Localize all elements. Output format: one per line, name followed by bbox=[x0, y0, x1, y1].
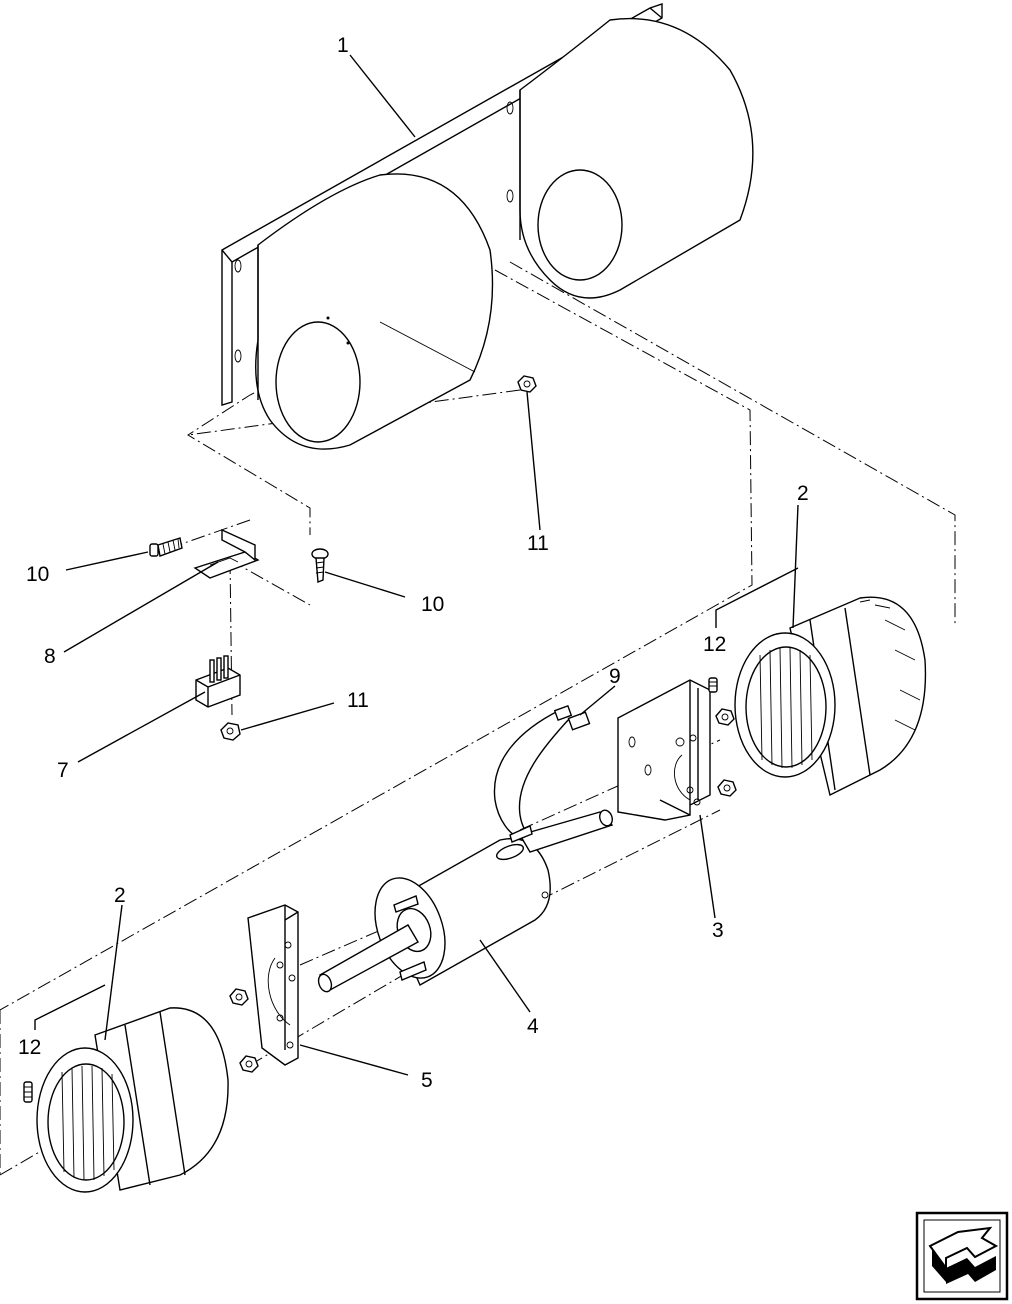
hex-nut-upper bbox=[517, 375, 537, 393]
hex-nut-bracket3-lower bbox=[717, 779, 737, 797]
resistor-connector-7 bbox=[195, 655, 241, 708]
callout-12-right: 12 bbox=[703, 633, 726, 656]
screw-left bbox=[149, 537, 183, 557]
set-screw-left bbox=[23, 1081, 33, 1103]
callout-8: 8 bbox=[44, 645, 56, 668]
set-screw-right bbox=[708, 677, 718, 693]
mounting-bracket-8 bbox=[193, 528, 260, 579]
blower-wheel-right bbox=[734, 596, 927, 797]
leader-lines bbox=[34, 54, 799, 1076]
callout-10-right: 10 bbox=[421, 593, 444, 616]
blower-wheel-left bbox=[36, 1007, 229, 1193]
hex-nut-bracket5-upper bbox=[229, 988, 249, 1006]
next-page-arrow-icon[interactable] bbox=[915, 1211, 1009, 1301]
callout-2-right: 2 bbox=[797, 482, 809, 505]
motor-bracket-3 bbox=[617, 679, 711, 821]
blower-motor-4 bbox=[317, 809, 614, 993]
callout-12-left: 12 bbox=[18, 1036, 41, 1059]
callout-4: 4 bbox=[527, 1015, 539, 1038]
motor-bracket-5 bbox=[247, 904, 299, 1066]
screw-right bbox=[311, 548, 329, 584]
callout-3: 3 bbox=[712, 919, 724, 942]
hex-nut-lower bbox=[220, 722, 241, 741]
hex-nut-bracket5-lower bbox=[239, 1055, 259, 1073]
callout-labels: 1 11 10 10 8 7 11 9 2 12 3 4 5 2 12 bbox=[18, 34, 809, 1092]
callout-11-lower: 11 bbox=[347, 689, 369, 712]
callout-11-upper: 11 bbox=[527, 532, 549, 555]
callout-1: 1 bbox=[337, 34, 349, 57]
callout-5: 5 bbox=[421, 1069, 433, 1092]
callout-10-left: 10 bbox=[26, 563, 49, 586]
callout-2-left: 2 bbox=[114, 884, 126, 907]
hex-nut-bracket3-upper bbox=[715, 708, 735, 726]
blower-housing-assembly bbox=[221, 3, 754, 450]
callout-7: 7 bbox=[57, 759, 69, 782]
callout-9: 9 bbox=[609, 665, 621, 688]
